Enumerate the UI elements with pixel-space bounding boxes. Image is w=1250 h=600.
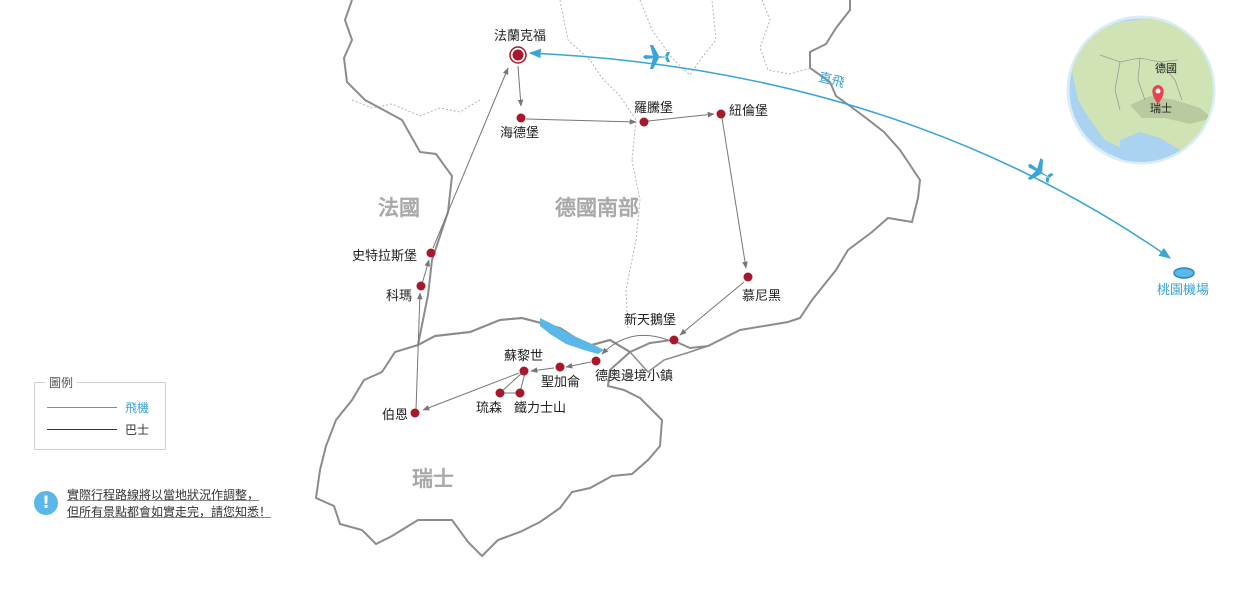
- city-label-neuschwanstein: 新天鵝堡: [624, 312, 676, 328]
- state-border-5: [759, 0, 811, 75]
- region-label-switzerland: 瑞士: [412, 466, 454, 491]
- lindau-marker: [591, 356, 601, 366]
- inset-land: [1070, 18, 1213, 162]
- airplane-icon: [643, 45, 670, 69]
- lucerne-marker: [495, 388, 505, 398]
- state-border-1: [559, 0, 637, 161]
- inset-label-germany: 德國: [1155, 61, 1177, 75]
- city-label-munich: 慕尼黑: [742, 289, 781, 304]
- flight-route: [528, 48, 1171, 259]
- nuremberg-marker: [716, 109, 726, 119]
- germany-border: [342, 0, 922, 354]
- legend-title: 圖例: [45, 374, 78, 391]
- route-munich-neuschwanstein: [679, 281, 745, 336]
- city-label-rothenburg: 羅騰堡: [634, 100, 673, 116]
- state-border-4: [351, 99, 481, 117]
- city-label-lucerne: 琉森: [476, 401, 502, 416]
- route-colmar-strasbourg: [421, 259, 430, 285]
- titlis-marker: [515, 388, 525, 398]
- route-strasbourg-frankfurt: [432, 67, 509, 249]
- note-text: 實際行程路線將以當地狀況作調整， 但所有景點都會如實走完，請您知悉！: [67, 487, 271, 521]
- city-markers: [410, 46, 753, 418]
- route-zurich-bern: [422, 372, 520, 411]
- rothenburg-marker: [639, 117, 649, 127]
- route-frankfurt-heidelberg: [517, 65, 524, 107]
- route-nuremberg-munich: [721, 117, 748, 269]
- city-label-frankfurt: 法蘭克福: [494, 28, 546, 44]
- city-label-lindau: 德奧邊境小鎮: [595, 368, 673, 384]
- city-label-stgallen: 聖加侖: [541, 374, 580, 390]
- route-zurich-lucerne: [500, 371, 524, 393]
- itinerary-note: ! 實際行程路線將以當地狀況作調整， 但所有景點都會如實走完，請您知悉！: [34, 487, 271, 521]
- region-label-south-germany: 德國南部: [555, 195, 639, 220]
- legend-label-bus: 巴士: [125, 423, 150, 437]
- note-line-1: 實際行程路線將以當地狀況作調整，: [67, 488, 260, 502]
- heidelberg-marker: [516, 113, 526, 123]
- exclamation-icon: !: [34, 491, 58, 515]
- city-label-bern: 伯恩: [382, 408, 408, 423]
- legend-item-bus: 巴士: [47, 421, 149, 438]
- legend: 圖例 飛機 巴士: [34, 374, 166, 450]
- city-label-titlis: 鐵力士山: [514, 400, 566, 416]
- stgallen-marker: [555, 362, 565, 372]
- munich-marker: [743, 272, 753, 282]
- airport-icon: [1173, 267, 1195, 279]
- route-lindau-stgallen: [565, 361, 592, 369]
- flight-path: [528, 48, 1171, 259]
- legend-label-flight: 飛機: [125, 401, 150, 415]
- route-neuschwanstein-lindau: [601, 334, 669, 355]
- route-stgallen-zurich: [530, 367, 555, 373]
- city-label-zurich: 蘇黎世: [504, 349, 543, 364]
- bus-line-icon: [47, 429, 117, 430]
- flight-label: 直飛: [817, 70, 846, 91]
- strasbourg-marker: [426, 248, 436, 258]
- inset-borders: [1099, 54, 1183, 111]
- state-border-3: [639, 0, 717, 76]
- bus-routes: [415, 65, 748, 411]
- city-label-strasbourg: 史特拉斯堡: [352, 248, 417, 264]
- state-border-2: [625, 159, 641, 331]
- austria-border: [629, 345, 709, 374]
- city-label-colmar: 科瑪: [386, 289, 412, 304]
- route-bern-colmar: [415, 292, 423, 411]
- zurich-marker: [519, 366, 529, 376]
- note-line-2: 但所有景點都會如實走完，請您知悉！: [67, 505, 272, 519]
- frankfurt-marker: [512, 49, 524, 61]
- inset-label-switzerland: 瑞士: [1150, 101, 1172, 115]
- bern-marker: [410, 408, 420, 418]
- route-heidelberg-rothenburg: [525, 118, 637, 125]
- swiss-border: [314, 316, 664, 558]
- airport-label: 桃園機場: [1157, 283, 1209, 298]
- colmar-marker: [416, 281, 426, 291]
- city-label-heidelberg: 海德堡: [500, 125, 539, 141]
- flight-line-icon: [47, 407, 117, 408]
- inset-locator-map: 德國 瑞士: [1066, 15, 1216, 165]
- legend-item-flight: 飛機: [47, 399, 149, 416]
- region-label-france: 法國: [378, 195, 420, 220]
- neuschwanstein-marker: [669, 335, 679, 345]
- lake-constance: [540, 318, 604, 354]
- city-label-nuremberg: 紐倫堡: [729, 103, 768, 119]
- location-pin-icon: [1152, 85, 1164, 104]
- inset-mountains: [1130, 96, 1212, 124]
- airplane-icon: [1027, 158, 1054, 184]
